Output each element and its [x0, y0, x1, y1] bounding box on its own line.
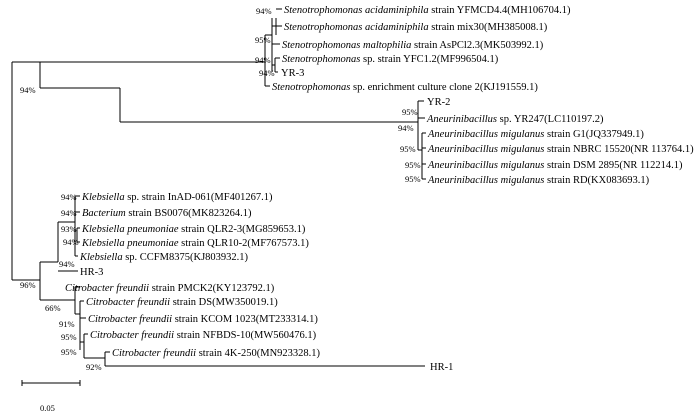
support-aneuri-2: 94% [398, 123, 414, 133]
support-kleb-4: 94% [63, 237, 79, 247]
taxon-label-yr3: YR-3 [281, 68, 304, 79]
taxon-label: Aneurinibacillus migulanus strain RD(KX0… [427, 175, 650, 186]
taxon-label: Citrobacter freundii strain DS(MW350019.… [86, 297, 278, 308]
support-root-upper: 94% [20, 85, 36, 95]
taxon-label: Klebsiella sp. strain InAD-061(MF401267.… [81, 192, 273, 203]
scale-bar-label: 0.05 [40, 403, 55, 413]
support-kleb-5: 94% [59, 259, 75, 269]
taxon-label: Bacterium strain BS0076(MK823264.1) [82, 208, 252, 219]
support-citro-5: 92% [86, 362, 102, 372]
taxon-label: Citrobacter freundii strain KCOM 1023(MT… [88, 314, 318, 325]
support-steno-3: 94% [255, 55, 271, 65]
support-steno-1: 94% [256, 6, 272, 16]
taxon-label: Stenotrophomonas acidaminiphila strain Y… [284, 5, 571, 16]
taxon-label: Klebsiella pneumoniae strain QLR2-3(MG85… [81, 224, 306, 235]
support-citro-4: 95% [61, 347, 77, 357]
taxon-label: Stenotrophomonas sp. enrichment culture … [272, 82, 538, 93]
support-citro-1: 66% [45, 303, 61, 313]
support-aneuri-5: 95% [405, 174, 421, 184]
support-kleb-3: 93% [61, 224, 77, 234]
support-kleb-2: 94% [61, 208, 77, 218]
taxon-label: Citrobacter freundii strain PMCK2(KY1237… [65, 283, 275, 294]
taxon-label: Stenotrophomonas maltophilia strain AsPC… [282, 40, 544, 51]
taxon-label: Stenotrophomonas acidaminiphila strain m… [284, 22, 548, 33]
taxon-label: Citrobacter freundii strain 4K-250(MN923… [112, 348, 321, 359]
support-citro-2: 91% [59, 319, 75, 329]
taxon-label: Stenotrophomonas sp. strain YFC1.2(MF996… [282, 54, 499, 65]
support-values: 94% 96% 94% 95% 94% 94% 95% 94% 95% 95% … [20, 6, 421, 372]
taxon-label: Aneurinibacillus migulanus strain DSM 28… [427, 160, 683, 171]
scale-bar: 0.05 [21, 380, 81, 413]
taxon-label-hr1: HR-1 [430, 362, 453, 373]
taxon-label: Klebsiella sp. CCFM8375(KJ803932.1) [79, 252, 249, 263]
taxon-label-yr2: YR-2 [427, 97, 450, 108]
support-steno-2: 95% [255, 35, 271, 45]
support-root-lower: 96% [20, 280, 36, 290]
taxon-label: Citrobacter freundii strain NFBDS-10(MW5… [90, 330, 317, 341]
support-kleb-1: 94% [61, 192, 77, 202]
taxon-labels: Stenotrophomonas acidaminiphila strain Y… [65, 5, 694, 373]
taxon-label: Aneurinibacillus sp. YR247(LC110197.2) [426, 114, 604, 125]
support-aneuri-3: 95% [400, 144, 416, 154]
tree-edges [11, 8, 426, 367]
taxon-label: Klebsiella pneumoniae strain QLR10-2(MF7… [81, 238, 309, 249]
support-steno-4: 94% [259, 68, 275, 78]
support-aneuri-1: 95% [402, 107, 418, 117]
support-citro-3: 95% [61, 332, 77, 342]
taxon-label: Aneurinibacillus migulanus strain G1(JQ3… [427, 129, 644, 140]
taxon-label: Aneurinibacillus migulanus strain NBRC 1… [427, 144, 694, 155]
support-aneuri-4: 95% [405, 160, 421, 170]
taxon-label-hr3: HR-3 [80, 267, 103, 278]
